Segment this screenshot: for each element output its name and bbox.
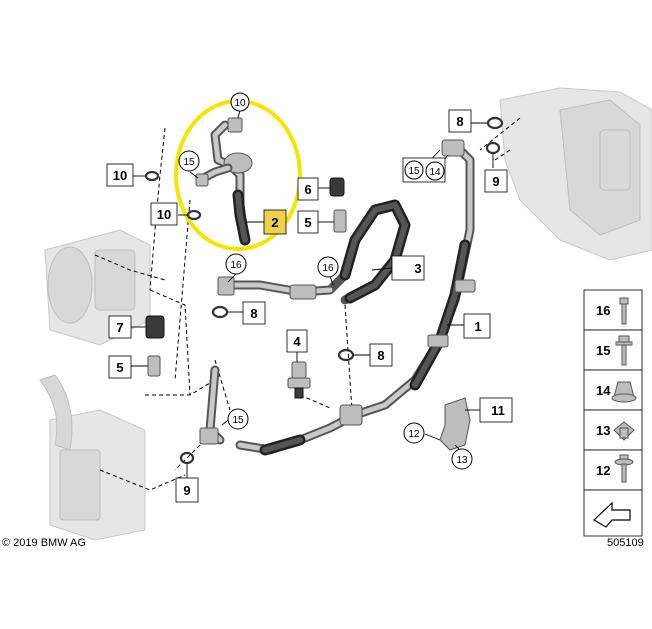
svg-text:15: 15 (183, 157, 195, 168)
screw-washer-icon (614, 454, 634, 483)
valve-core-5b[interactable] (147, 355, 161, 377)
svg-text:8: 8 (456, 114, 463, 129)
svg-text:13: 13 (456, 455, 468, 466)
callout-12[interactable]: 12 (403, 422, 425, 444)
callout-5a[interactable]: 5 (297, 210, 319, 234)
svg-text:7: 7 (116, 320, 123, 335)
svg-text:14: 14 (596, 383, 611, 398)
svg-text:12: 12 (408, 429, 420, 440)
svg-text:16: 16 (596, 303, 610, 318)
valve-core-5a[interactable] (333, 209, 347, 233)
hose-line-2[interactable] (195, 117, 253, 246)
callout-13[interactable]: 13 (451, 448, 473, 470)
callout-16b[interactable]: 16 (317, 256, 339, 278)
bracket-11[interactable] (439, 397, 471, 451)
svg-text:1: 1 (474, 319, 481, 334)
clip-nut-icon (613, 421, 635, 441)
svg-text:10: 10 (113, 168, 127, 183)
callout-10b[interactable]: 10 (150, 202, 178, 226)
legend-item-15[interactable]: 15 (596, 335, 633, 366)
callout-8b[interactable]: 8 (242, 301, 266, 325)
callout-5b[interactable]: 5 (108, 355, 132, 379)
o-ring-9a[interactable] (485, 141, 501, 155)
callout-7[interactable]: 7 (108, 315, 132, 339)
svg-text:5: 5 (116, 360, 123, 375)
svg-text:3: 3 (414, 261, 421, 276)
o-ring-8c[interactable] (337, 348, 355, 362)
arrow-icon (593, 501, 631, 528)
svg-text:6: 6 (304, 182, 311, 197)
callout-4[interactable]: 4 (286, 329, 308, 353)
svg-text:15: 15 (596, 343, 610, 358)
o-ring-9b[interactable] (179, 451, 195, 465)
callout-11[interactable]: 11 (479, 397, 513, 423)
callout-10a[interactable]: 10 (106, 163, 134, 187)
svg-text:14: 14 (429, 167, 441, 178)
diagram-number: 505109 (607, 537, 644, 549)
callout-15a[interactable]: 15 (178, 150, 200, 172)
legend-item-16[interactable]: 16 (596, 297, 629, 325)
callout-1[interactable]: 1 (463, 313, 491, 339)
copyright-text: © 2019 BMW AG (2, 537, 86, 549)
callout-6[interactable]: 6 (297, 177, 319, 201)
svg-text:15: 15 (408, 166, 420, 177)
svg-text:15: 15 (232, 415, 244, 426)
svg-text:8: 8 (250, 306, 257, 321)
svg-text:4: 4 (293, 334, 301, 349)
ghost-hvac-unit (499, 87, 652, 261)
svg-text:9: 9 (492, 174, 499, 189)
callout-9b[interactable]: 9 (175, 477, 199, 503)
svg-text:16: 16 (322, 263, 334, 274)
o-ring-10a[interactable] (144, 170, 160, 182)
svg-text:11: 11 (491, 403, 505, 418)
bolt-collar-icon (615, 335, 633, 366)
pipe-lower-section (199, 365, 306, 456)
svg-text:10: 10 (234, 98, 246, 109)
ghost-compressor (44, 229, 151, 346)
legend-item-14[interactable]: 14 (596, 381, 637, 403)
legend-item-13[interactable]: 13 (596, 421, 635, 441)
legend-panel (583, 289, 643, 537)
o-ring-10b[interactable] (186, 209, 202, 221)
valve-cap-6[interactable] (329, 177, 345, 197)
nut-icon (611, 381, 637, 403)
ghost-condenser-unit (39, 374, 146, 541)
callout-2[interactable]: 2 (263, 209, 287, 235)
o-ring-8b[interactable] (211, 305, 229, 319)
legend-item-12[interactable]: 12 (596, 454, 634, 483)
svg-text:10: 10 (157, 207, 171, 222)
callout-8c[interactable]: 8 (369, 343, 393, 367)
svg-text:8: 8 (377, 348, 384, 363)
svg-text:12: 12 (596, 463, 610, 478)
callout-8a[interactable]: 8 (448, 109, 472, 133)
valve-cap-7[interactable] (145, 315, 165, 339)
pressure-switch-4[interactable] (287, 361, 311, 399)
callout-10c[interactable]: 10 (230, 92, 250, 112)
callout-3[interactable]: 3 (391, 255, 425, 281)
svg-text:2: 2 (271, 215, 278, 230)
bolt-icon (619, 297, 629, 325)
svg-text:5: 5 (304, 215, 311, 230)
callout-16a[interactable]: 16 (225, 253, 247, 275)
callout-15c[interactable]: 15 (227, 408, 249, 430)
svg-text:9: 9 (183, 483, 190, 498)
o-ring-8a[interactable] (486, 116, 504, 130)
svg-text:16: 16 (230, 260, 242, 271)
callout-9a[interactable]: 9 (484, 169, 508, 193)
svg-text:13: 13 (596, 423, 610, 438)
